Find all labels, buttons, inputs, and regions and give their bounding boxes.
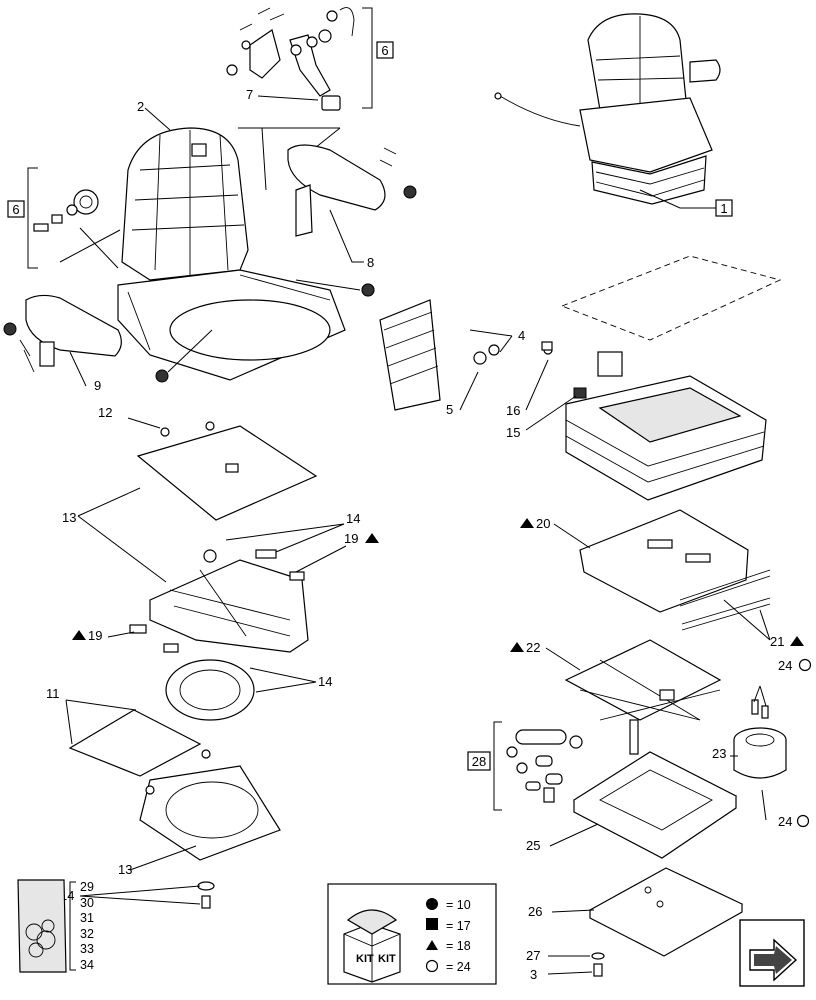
callout-22: 22: [526, 640, 540, 655]
callout-24-upper: 24: [778, 658, 792, 673]
lever-bracket-assembly: [226, 7, 355, 111]
callout-5: 5: [446, 402, 453, 417]
callout-6-top: 6: [381, 43, 388, 58]
lumbar-support-assembly: [379, 299, 553, 411]
callout-26: 26: [528, 904, 542, 919]
triangle-marker: [510, 642, 524, 652]
kit-word-right: KIT: [378, 953, 396, 965]
legend-row-17: = 17: [446, 918, 471, 933]
callout-28: 28: [472, 754, 486, 769]
callout-25: 25: [526, 838, 540, 853]
callout-23: 23: [712, 746, 726, 761]
callout-6-left: 6: [12, 202, 19, 217]
callout-4: 4: [518, 328, 525, 343]
swivel-base: [68, 709, 281, 861]
swivel-ring: [165, 659, 255, 721]
open-circle-symbol: [425, 959, 439, 973]
mounting-plate: [588, 867, 744, 957]
triangle-marker: [790, 636, 804, 646]
bushing-kit: [506, 729, 583, 803]
callout-8: 8: [367, 255, 374, 270]
kit-item-30: 30: [80, 895, 94, 910]
armrest-left: [3, 294, 122, 373]
callout-27: 27: [526, 948, 540, 963]
callout-9: 9: [94, 378, 101, 393]
kit-item-33: 33: [80, 942, 94, 956]
seat-frame-assembly: [117, 127, 346, 381]
fastener-bolt: [197, 881, 215, 909]
triangle-marker: [365, 533, 379, 543]
callout-19-right: 19: [344, 531, 358, 546]
callout-14-ring: 14: [318, 674, 332, 689]
callout-14-upper: 14: [346, 511, 360, 526]
cover-plate: [560, 255, 782, 341]
callout-2: 2: [137, 99, 144, 114]
recline-knob-assembly: [33, 189, 99, 232]
filled-circle-symbol: [426, 898, 438, 910]
pivot-rods: [679, 569, 771, 631]
callout-13-lower: 13: [118, 862, 132, 877]
lower-frame: [572, 751, 738, 859]
kit-item-32: 32: [80, 926, 94, 941]
kit-item-34: 34: [80, 957, 94, 972]
shock-damper: [733, 699, 787, 779]
callout-20: 20: [536, 516, 550, 531]
symbol-legend: KIT KIT: [327, 883, 497, 985]
scissor-mechanism: [564, 639, 722, 755]
triangle-marker: [72, 630, 86, 640]
filled-triangle-symbol: [426, 940, 438, 950]
next-page-arrow-icon[interactable]: [739, 919, 805, 987]
legend-row-18: = 18: [446, 939, 471, 953]
suspension-bellows: [565, 375, 767, 501]
kit-item-29: 29: [80, 880, 94, 894]
bolt: [593, 963, 603, 977]
upper-mounting-plate: [136, 421, 318, 521]
callout-15: 15: [506, 425, 520, 440]
kit-item-31: 31: [80, 911, 94, 925]
callout-19-left: 19: [88, 628, 102, 643]
callout-13-upper: 13: [62, 510, 76, 525]
armrest-right: [287, 144, 417, 237]
open-circle-marker: [798, 658, 812, 672]
upper-suspension-plate: [579, 509, 749, 613]
legend-row-24: = 24: [446, 959, 471, 974]
callout-11: 11: [46, 686, 60, 701]
callout-1: 1: [720, 201, 727, 216]
washer: [591, 952, 605, 960]
callout-12: 12: [98, 405, 112, 420]
seal-kit-bag: [17, 879, 67, 973]
callout-16: 16: [506, 403, 520, 418]
slide-rail-assembly: [129, 549, 309, 653]
filled-square-symbol: [426, 918, 438, 930]
triangle-marker: [520, 518, 534, 528]
callout-24-lower: 24: [778, 814, 792, 829]
kit-list: 29 30 31 32 33 34: [80, 880, 110, 973]
callout-7: 7: [246, 87, 253, 102]
filled-circle-marker: [361, 283, 375, 297]
complete-seat: [494, 13, 721, 205]
callout-21: 21: [770, 634, 784, 649]
callout-3: 3: [530, 967, 537, 982]
open-circle-marker: [796, 814, 810, 828]
legend-values: = 10 = 17 = 18 = 24: [446, 895, 491, 977]
kit-word-left: KIT: [356, 953, 374, 965]
legend-row-10: = 10: [446, 898, 471, 912]
